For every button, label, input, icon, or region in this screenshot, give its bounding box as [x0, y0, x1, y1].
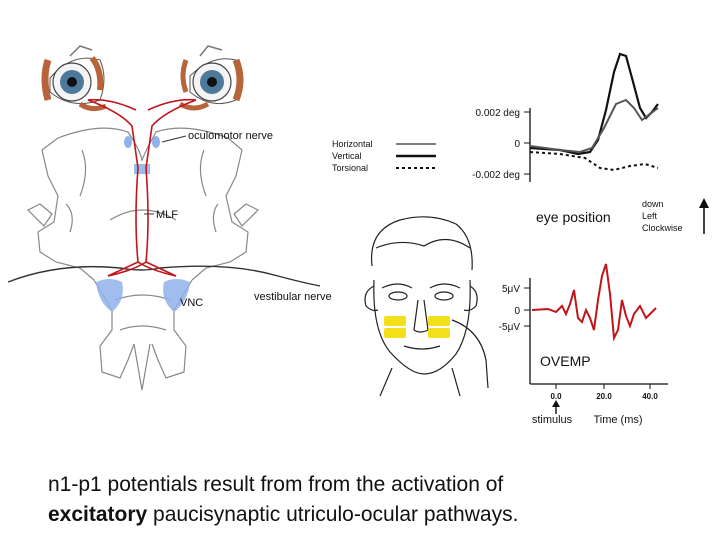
legend-horizontal: Horizontal [332, 139, 373, 149]
vnc-label: VNC [180, 297, 203, 309]
caption: n1-p1 potentials result from from the ac… [48, 470, 718, 530]
ovemp-x-tick-1: 20.0 [596, 392, 612, 401]
excitatory-pathway [87, 98, 197, 277]
mlf-label: MLF [156, 209, 178, 221]
ovemp-x-tick-2: 40.0 [642, 392, 658, 401]
right-eye-icon [178, 45, 244, 111]
ovemp-x-tick-0: 0.0 [550, 392, 562, 401]
stimulus-label: stimulus [532, 414, 573, 426]
caption-bold-word: excitatory [48, 503, 148, 526]
legend-torsional: Torsional [332, 163, 368, 173]
eye-position-title: eye position [536, 209, 611, 225]
face-illustration [364, 216, 489, 397]
dir-left: Left [642, 211, 658, 221]
ovemp-trace [531, 263, 657, 342]
ovemp-chart: 5μV 0 -5μV OVEMP 0.0 20.0 40.0 stimulus … [499, 263, 668, 426]
direction-arrow-icon [699, 198, 709, 234]
ovemp-electrodes [384, 316, 450, 338]
ovemp-tick-bottom: -5μV [499, 322, 521, 333]
eye-tick-mid: 0 [514, 139, 520, 150]
caption-line-2: excitatory paucisynaptic utriculo-ocular… [48, 500, 718, 530]
dir-down: down [642, 199, 664, 209]
vestibular-nerve-label: vestibular nerve [254, 291, 332, 303]
stimulus-arrow-icon [552, 400, 560, 414]
oculomotor-pointer [161, 135, 187, 143]
left-eye-icon [41, 45, 107, 112]
eye-trace-horizontal [529, 98, 659, 154]
legend-vertical: Vertical [332, 151, 362, 161]
vestibular-nuclei [96, 136, 190, 312]
dir-clockwise: Clockwise [642, 223, 683, 233]
eye-trace-vertical [529, 52, 659, 156]
ovemp-x-label: Time (ms) [593, 414, 642, 426]
ovemp-tick-top: 5μV [502, 284, 520, 295]
trace-legend: Horizontal Vertical Torsional [332, 139, 436, 173]
oculomotor-nerve-label: oculomotor nerve [188, 130, 273, 142]
eye-tick-bottom: -0.002 deg [472, 170, 520, 181]
ovemp-title: OVEMP [540, 353, 591, 369]
caption-line-2-rest: paucisynaptic utriculo-ocular pathways. [147, 503, 519, 526]
caption-line-1: n1-p1 potentials result from from the ac… [48, 473, 504, 496]
ovemp-tick-mid: 0 [514, 306, 520, 317]
eye-position-chart: 0.002 deg 0 -0.002 deg eye position down… [472, 52, 709, 234]
eye-tick-top: 0.002 deg [476, 108, 521, 119]
eye-trace-torsional [529, 151, 659, 172]
